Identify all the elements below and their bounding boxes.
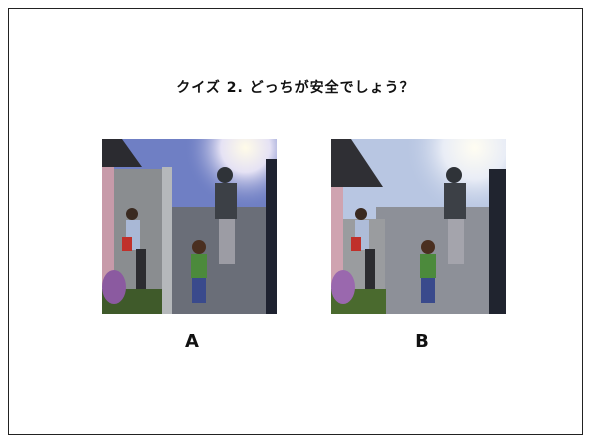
choice-label-b[interactable]: B xyxy=(415,331,429,352)
scene-illustration-b xyxy=(331,139,506,314)
quiz-slide: クイズ 2. どっちが安全でしょう？ xyxy=(8,8,583,435)
scene-image-a[interactable] xyxy=(102,139,277,314)
quiz-title: クイズ 2. どっちが安全でしょう？ xyxy=(176,80,415,96)
scene-image-b[interactable] xyxy=(331,139,506,314)
choice-label-a[interactable]: A xyxy=(185,331,199,352)
scene-illustration-a xyxy=(102,139,277,314)
